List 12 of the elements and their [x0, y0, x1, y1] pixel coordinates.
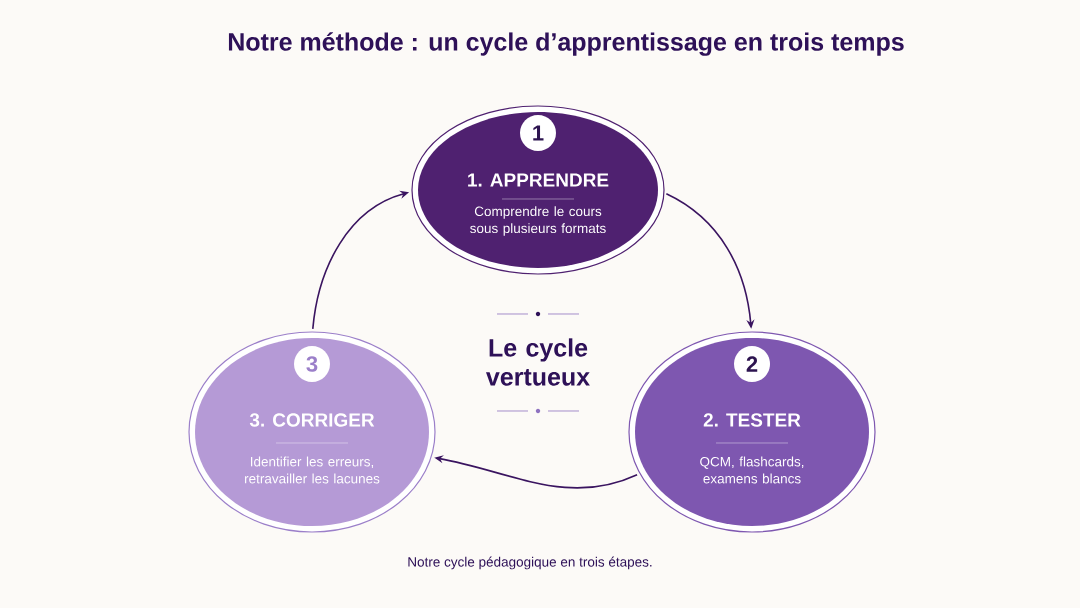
- number-badge: 2: [734, 346, 770, 382]
- number-badge: 3: [294, 346, 330, 382]
- center-label: Le cycle vertueux: [486, 338, 590, 386]
- step-heading: 2. TESTER: [703, 413, 801, 427]
- step-heading: 3. CORRIGER: [249, 413, 375, 427]
- step-heading: 1. APPRENDRE: [468, 173, 609, 187]
- title: Notre méthode : un cycle d’apprentissage en trois temps: [228, 32, 904, 56]
- step-description: Identifier les erreurs, retravailler les lacunes: [245, 456, 380, 484]
- number-badge: 1: [520, 115, 556, 151]
- caption: Notre cycle pédagogique en trois étapes.: [408, 556, 652, 570]
- step-description: QCM, flashcards, examens blancs: [700, 456, 804, 484]
- step-description: Comprendre le cours sous plusieurs formats: [470, 206, 606, 236]
